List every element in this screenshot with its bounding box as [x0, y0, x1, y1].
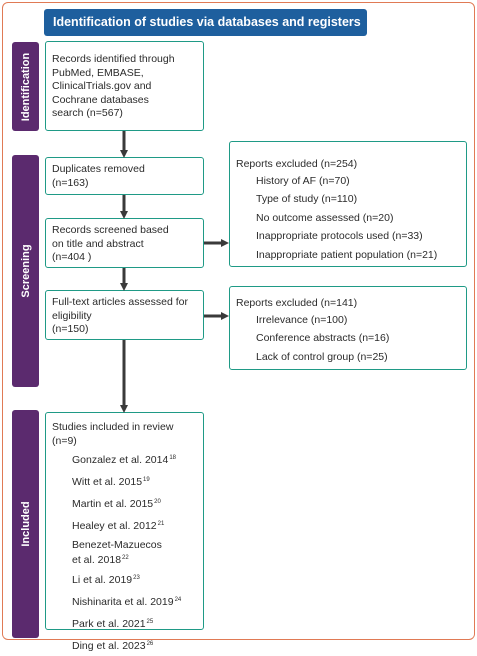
study-name: Healey et al. 2012 [72, 520, 157, 532]
study-name: Martin et al. 2015 [72, 498, 154, 510]
excluded-screening-item: Inappropriate protocols used (n=33) [256, 230, 423, 243]
study-ref: 24 [174, 597, 182, 603]
phase-screening: Screening [12, 155, 39, 387]
study-ref: 22 [122, 554, 129, 561]
fulltext-line: Full-text articles assessed for [52, 296, 188, 308]
records-identified-box: Records identified through PubMed, EMBAS… [45, 41, 204, 131]
reports-excluded-fulltext-box: Reports excluded (n=141) Irrelevance (n=… [229, 286, 467, 370]
phase-identification: Identification [12, 42, 39, 131]
excluded-fulltext-item: Lack of control group (n=25) [256, 350, 388, 363]
study-ref: 20 [154, 499, 161, 505]
screened-line: (n=404 ) [52, 251, 92, 263]
study-item: Healey et al. 201221 [52, 514, 197, 536]
flow-arrows [120, 131, 229, 413]
study-item: Li et al. 201923 [52, 568, 197, 590]
excluded-fulltext-item: Conference abstracts (n=16) [256, 332, 390, 345]
reports-excluded-screening-box: Reports excluded (n=254) History of AF (… [229, 141, 467, 267]
study-name: Witt et al. 2015 [72, 476, 143, 488]
study-item: Nishinarita et al. 201924 [52, 590, 197, 612]
screened-line: on title and abstract [52, 237, 144, 250]
records-identified-line: Cochrane databases [52, 93, 149, 106]
excluded-screening-item: Type of study (n=110) [256, 193, 358, 206]
studies-included-box: Studies included in review (n=9) Gonzale… [45, 412, 204, 652]
fulltext-line: eligibility [52, 309, 92, 322]
records-identified-line: search (n=567) [52, 107, 123, 119]
screened-line: Records screened based [52, 224, 169, 236]
excluded-screening-item: Inappropriate patient population (n=21) [256, 248, 438, 261]
study-item: Park et al. 202125 [52, 612, 197, 634]
excluded-screening-item: History of AF (n=70) [256, 175, 350, 187]
duplicates-removed-box: Duplicates removed (n=163) [45, 157, 204, 195]
study-item: Benezet-Mazuecos et al. 201822 [52, 536, 197, 568]
fulltext-assessed-box: Full-text articles assessed for eligibil… [45, 290, 204, 340]
study-ref: 19 [143, 477, 150, 483]
included-title: Studies included in review [52, 421, 174, 433]
fulltext-line: (n=150) [52, 323, 89, 335]
records-identified-line: Records identified through [52, 53, 175, 65]
duplicates-line: (n=163) [52, 176, 89, 189]
study-name: Nishinarita et al. 2019 [72, 596, 174, 608]
records-identified-line: PubMed, EMBASE, [52, 66, 144, 79]
study-item: Gonzalez et al. 201418 [52, 448, 197, 470]
study-name: Li et al. 2019 [72, 574, 133, 586]
study-ref: 21 [157, 521, 165, 527]
excluded-fulltext-title: Reports excluded (n=141) [236, 297, 358, 309]
diagram-frame [2, 2, 475, 640]
study-ref: 23 [133, 575, 140, 581]
study-name: Gonzalez et al. 2014 [72, 454, 169, 466]
included-count: (n=9) [52, 434, 77, 447]
records-screened-box: Records screened based on title and abst… [45, 218, 204, 268]
excluded-screening-item: No outcome assessed (n=20) [256, 211, 394, 224]
study-item: Witt et al. 201519 [52, 470, 197, 492]
phase-included: Included [12, 410, 39, 638]
diagram-header: Identification of studies via databases … [44, 9, 367, 36]
excluded-fulltext-item: Irrelevance (n=100) [256, 314, 348, 326]
study-ref: 18 [169, 455, 177, 461]
study-ref: 25 [146, 619, 154, 625]
duplicates-line: Duplicates removed [52, 163, 145, 175]
study-name: Benezet-Mazuecos et al. 2018 [72, 539, 162, 566]
excluded-screening-title: Reports excluded (n=254) [236, 158, 358, 170]
study-name: Park et al. 2021 [72, 618, 146, 630]
records-identified-line: ClinicalTrials.gov and [52, 80, 152, 92]
study-item: Martin et al. 201520 [52, 492, 197, 514]
